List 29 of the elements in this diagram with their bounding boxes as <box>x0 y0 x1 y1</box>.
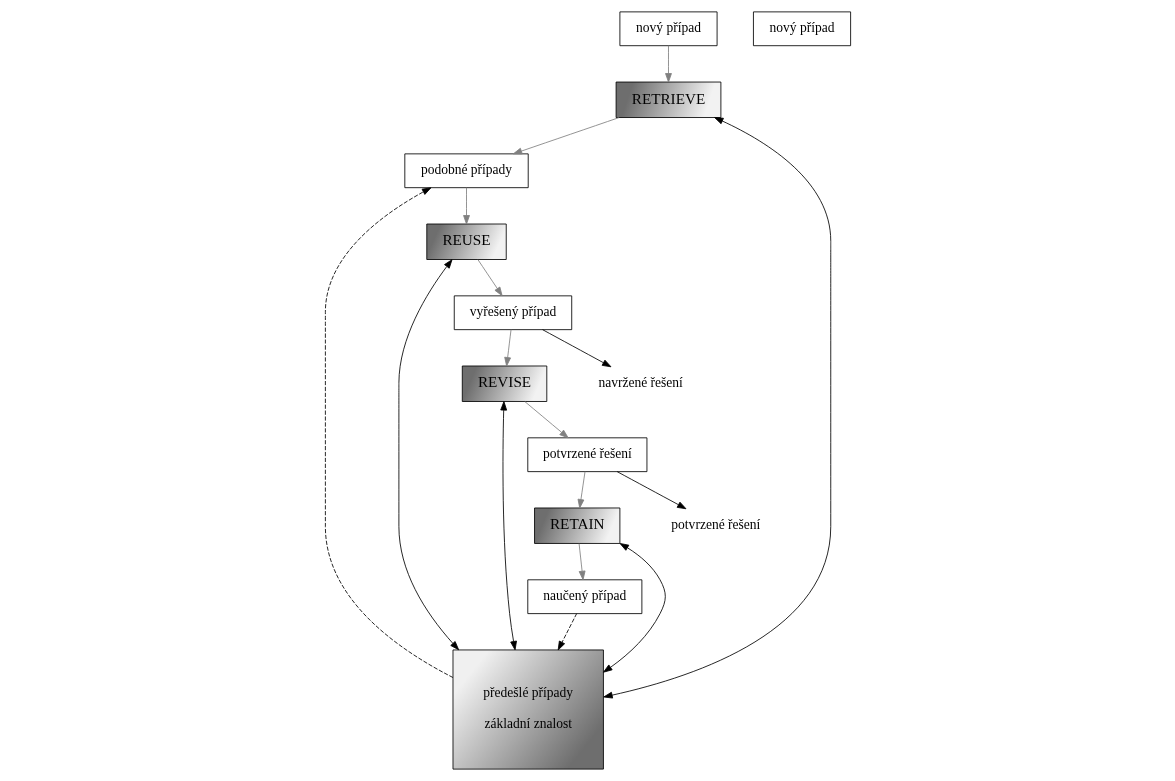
node-text: potvrzené řešení <box>670 516 760 532</box>
node-box: REVISE <box>461 365 547 402</box>
arrow <box>477 259 503 297</box>
arrow <box>664 45 672 83</box>
arrow <box>578 543 585 581</box>
arrow <box>541 329 611 368</box>
node-box: potvrzené řešení <box>526 437 647 473</box>
arrow <box>324 187 453 678</box>
arrow <box>523 401 569 439</box>
arrow <box>577 471 585 509</box>
node-box: podobné případy <box>403 153 529 189</box>
arrow <box>503 329 511 367</box>
node-text: navržené řešení <box>597 374 683 390</box>
node-box: vyřešený případ <box>453 295 572 331</box>
arrow <box>499 401 517 651</box>
arrow <box>602 117 831 699</box>
arrow <box>462 187 470 225</box>
arrow <box>616 471 686 510</box>
node-box: RETAIN <box>533 507 620 544</box>
node-box: předešlé případy základní znalost <box>452 649 604 770</box>
node-box: naučený případ <box>526 579 642 615</box>
node-box: REUSE <box>425 223 507 260</box>
arrow <box>602 543 666 673</box>
node-box: nový případ <box>752 11 851 47</box>
node-box: RETRIEVE <box>615 81 721 118</box>
node-box: nový případ <box>618 11 717 47</box>
arrow <box>557 613 577 651</box>
arrow <box>398 259 459 651</box>
arrow <box>512 117 619 155</box>
